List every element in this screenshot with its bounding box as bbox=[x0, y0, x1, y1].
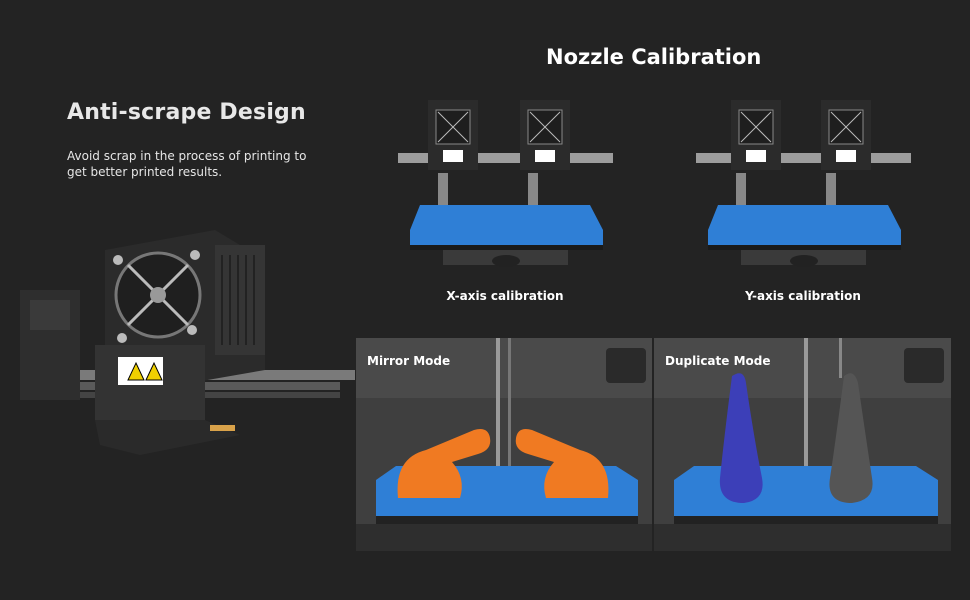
x-axis-printer-image bbox=[398, 100, 613, 267]
mirror-mode-label: Mirror Mode bbox=[367, 354, 451, 368]
duplicate-mode-label: Duplicate Mode bbox=[665, 354, 771, 368]
y-axis-printer-image bbox=[696, 100, 911, 267]
duplicate-mode-photo: Duplicate Mode bbox=[654, 338, 951, 551]
anti-scrape-title: Anti-scrape Design bbox=[67, 100, 306, 125]
x-axis-caption: X-axis calibration bbox=[446, 289, 564, 303]
anti-scrape-description: Avoid scrap in the process of printing t… bbox=[67, 149, 307, 179]
nozzle-calibration-title: Nozzle Calibration bbox=[546, 45, 762, 69]
mirror-mode-photo: Mirror Mode bbox=[356, 338, 652, 551]
y-axis-caption: Y-axis calibration bbox=[745, 289, 861, 303]
extruder-render-image bbox=[20, 230, 355, 455]
